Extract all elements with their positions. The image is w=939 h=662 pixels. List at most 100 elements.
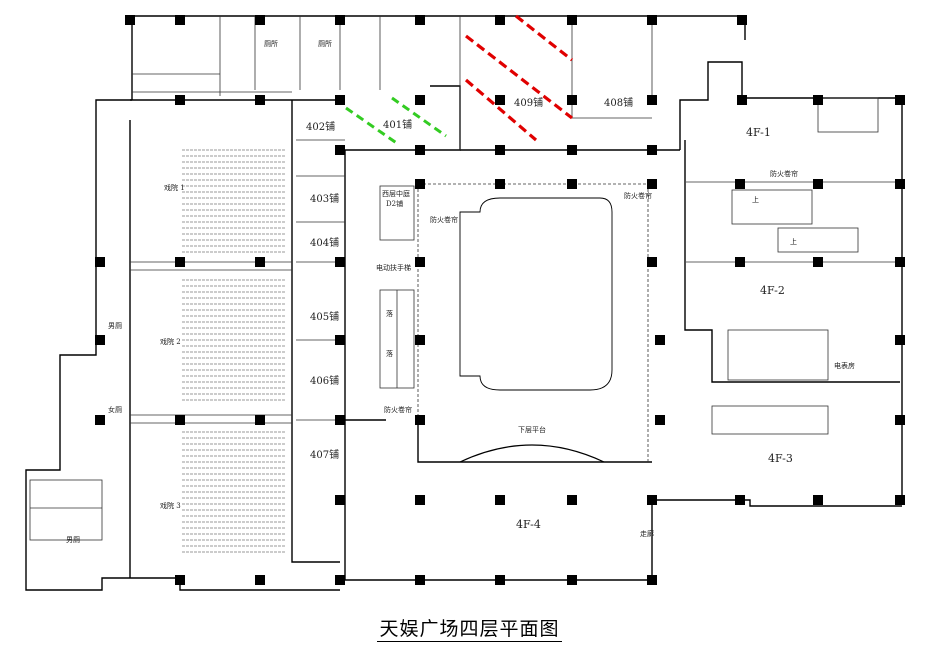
column-icon — [647, 575, 657, 585]
lower-platform-arc — [459, 444, 605, 463]
electric-room-label: 电表房 — [834, 361, 855, 370]
column-icon — [567, 179, 577, 189]
atrium-shop-label: D2铺 — [386, 199, 403, 208]
hatch-green-401 — [345, 96, 447, 146]
column-icon — [255, 15, 265, 25]
column-icon — [647, 15, 657, 25]
column-icon — [415, 145, 425, 155]
theater-3-label: 戏院 3 — [160, 501, 181, 510]
escalator-direction-label: 落 — [386, 349, 393, 358]
column-icon — [95, 335, 105, 345]
column-icon — [335, 257, 345, 267]
column-icon — [495, 95, 505, 105]
room-402-label: 402铺 — [306, 120, 335, 133]
column-icon — [567, 145, 577, 155]
theater-1-label: 戏院 1 — [164, 183, 185, 192]
column-icon — [335, 15, 345, 25]
column-icon — [175, 95, 185, 105]
washroom-label: 男厕 — [108, 322, 122, 330]
escalator-label: 电动扶手梯 — [376, 263, 411, 272]
column-icon — [567, 95, 577, 105]
washroom-label: 男厕 — [66, 536, 80, 544]
escalator-direction-label: 上 — [752, 195, 759, 204]
column-icon — [255, 575, 265, 585]
room-408-label: 408铺 — [604, 96, 633, 109]
room-405-label: 405铺 — [310, 310, 339, 323]
plan-title: 天娱广场四层平面图 — [377, 618, 562, 642]
column-icon — [335, 145, 345, 155]
zone-4f2-label: 4F-2 — [760, 284, 785, 297]
column-icon — [895, 179, 905, 189]
column-icon — [415, 15, 425, 25]
column-icon — [737, 95, 747, 105]
column-icon — [175, 575, 185, 585]
column-icon — [415, 257, 425, 267]
outer-walls — [25, 15, 903, 591]
toilet-label: 厕所 — [318, 39, 332, 48]
column-icon — [175, 415, 185, 425]
plan-caption: 天娱广场四层平面图 — [0, 614, 939, 642]
room-406-label: 406铺 — [310, 374, 339, 387]
escalator-direction-label: 落 — [386, 309, 393, 318]
atrium-shop-label: 西层中庭 — [382, 189, 410, 198]
room-407-label: 407铺 — [310, 448, 339, 461]
column-icon — [255, 415, 265, 425]
column-icon — [647, 257, 657, 267]
column-icon — [415, 415, 425, 425]
theater-seating — [182, 149, 286, 553]
column-icon — [813, 179, 823, 189]
theater-2-label: 戏院 2 — [160, 337, 181, 346]
column-icon — [895, 335, 905, 345]
column-icon — [495, 15, 505, 25]
column-icon — [567, 575, 577, 585]
column-icon — [735, 495, 745, 505]
column-icon — [895, 415, 905, 425]
room-401-label: 401铺 — [383, 118, 412, 131]
column-icon — [125, 15, 135, 25]
lower-platform-label: 下层平台 — [518, 425, 546, 434]
column-icon — [335, 575, 345, 585]
column-icon — [335, 495, 345, 505]
column-icon — [567, 495, 577, 505]
zone-4f4-label: 4F-4 — [516, 518, 541, 531]
column-icon — [735, 179, 745, 189]
column-icon — [567, 15, 577, 25]
zone-4f1-label: 4F-1 — [746, 126, 771, 139]
column-icon — [415, 335, 425, 345]
room-403-label: 403铺 — [310, 192, 339, 205]
fire-shutter-label: 防火卷帘 — [430, 215, 458, 224]
column-icon — [415, 179, 425, 189]
column-icon — [495, 179, 505, 189]
hatch-red-409 — [464, 14, 573, 142]
toilet-label: 厕所 — [264, 39, 278, 48]
column-icon — [175, 257, 185, 267]
column-icon — [655, 335, 665, 345]
fire-shutter-label: 防火卷帘 — [624, 191, 652, 200]
column-icon — [495, 575, 505, 585]
column-icon — [655, 415, 665, 425]
column-icon — [495, 495, 505, 505]
column-icon — [895, 495, 905, 505]
column-icon — [735, 257, 745, 267]
column-icon — [647, 495, 657, 505]
column-icon — [415, 95, 425, 105]
column-icon — [895, 95, 905, 105]
column-icon — [95, 415, 105, 425]
fire-shutter-label: 防火卷帘 — [770, 169, 798, 178]
column-icon — [335, 415, 345, 425]
column-icon — [647, 145, 657, 155]
column-icon — [415, 575, 425, 585]
zone-4f3-label: 4F-3 — [768, 452, 793, 465]
column-icon — [895, 257, 905, 267]
column-icon — [175, 15, 185, 25]
column-icon — [647, 179, 657, 189]
column-icon — [335, 95, 345, 105]
column-icon — [495, 145, 505, 155]
column-icon — [813, 95, 823, 105]
column-icon — [737, 15, 747, 25]
column-icon — [813, 257, 823, 267]
column-icon — [95, 257, 105, 267]
atrium-void — [459, 197, 613, 391]
column-icon — [813, 495, 823, 505]
